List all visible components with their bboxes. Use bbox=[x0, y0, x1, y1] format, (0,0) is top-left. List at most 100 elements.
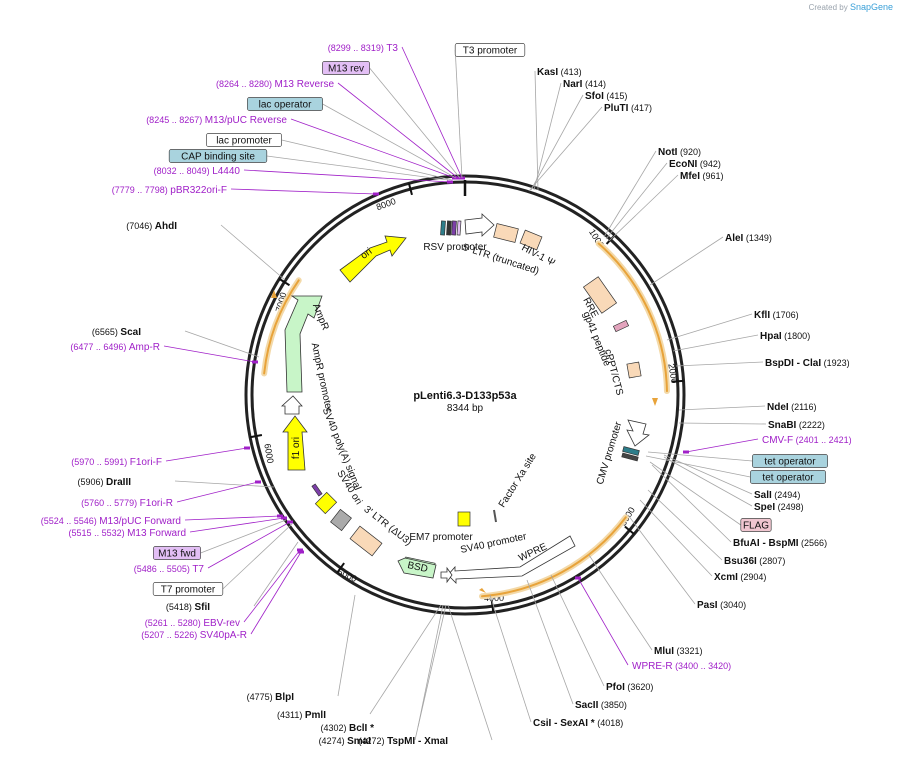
enzyme-position: (1923) bbox=[821, 358, 850, 368]
primer-name: EBV-rev bbox=[203, 618, 240, 629]
primer-position: (7779 .. 7798) bbox=[112, 185, 171, 195]
enzyme-name: XcmI bbox=[714, 572, 738, 583]
orf-arc-2 bbox=[481, 516, 627, 598]
plasmid-name: pLenti6.3-D133p53a bbox=[413, 390, 517, 402]
ltr3-shape bbox=[349, 525, 383, 557]
primer-position: (5970 .. 5991) bbox=[71, 457, 130, 467]
primer-sv40pa-r: (5207 .. 5226) SV40pA-R bbox=[141, 630, 247, 641]
enzyme-pasi: PasI (3040) bbox=[697, 600, 746, 611]
scale-tick-7000 bbox=[278, 278, 291, 287]
wpre-shape bbox=[447, 535, 576, 584]
primer-m13-forward: (5515 .. 5532) M13 Forward bbox=[69, 528, 186, 539]
primer-f1ori-f: (5970 .. 5991) F1ori-F bbox=[71, 457, 162, 468]
primer-site-mark bbox=[252, 360, 258, 364]
orf-arrow-head bbox=[652, 398, 658, 406]
lac-operator-shape bbox=[451, 220, 457, 236]
enzyme-leader-line bbox=[678, 422, 767, 425]
feature-label-ampr-promoter: AmpR promoter bbox=[309, 342, 335, 414]
primer-position: (8245 .. 8267) bbox=[146, 115, 205, 125]
enzyme-alei: AleI (1349) bbox=[725, 233, 772, 244]
enzyme-leader-line bbox=[627, 514, 696, 605]
m13-fwd-shape bbox=[311, 483, 323, 497]
enzyme-position: (1706) bbox=[770, 310, 799, 320]
hiv-psi-shape bbox=[519, 229, 543, 251]
primer-name: Amp-R bbox=[129, 342, 160, 353]
primer-m13-reverse: (8264 .. 8280) M13 Reverse bbox=[216, 79, 334, 90]
primer-amp-r: (6477 .. 6496) Amp-R bbox=[70, 342, 160, 353]
scale-tick-label: 6000 bbox=[262, 443, 275, 464]
snapgene-brand: SnapGene bbox=[849, 2, 893, 12]
rsv-promoter-shape bbox=[464, 213, 495, 237]
enzyme-draiii: (5906) DraIII bbox=[77, 477, 131, 488]
enzyme-name: SacII bbox=[575, 700, 599, 711]
feature-label-f1-ori: f1 ori bbox=[291, 437, 302, 459]
enzyme-leader-line bbox=[588, 554, 653, 651]
primer-wpre-r: WPRE-R (3400 .. 3420) bbox=[632, 661, 731, 672]
primer-leader-line bbox=[176, 481, 259, 503]
enzyme-mlui: MluI (3321) bbox=[654, 646, 703, 657]
primer-name: T7 bbox=[192, 564, 204, 575]
enzyme-name: HpaI bbox=[760, 331, 782, 342]
enzyme-econi: EcoNI (942) bbox=[669, 159, 721, 170]
enzyme-position: (3321) bbox=[674, 646, 703, 656]
enzyme-leader-line bbox=[647, 489, 723, 561]
primer-t7: (5486 .. 5505) T7 bbox=[134, 564, 205, 575]
backbone-outer bbox=[244, 174, 686, 616]
enzyme-position: (4018) bbox=[595, 718, 624, 728]
enzyme-name: PluTI bbox=[604, 103, 629, 114]
f1-ori-shape bbox=[282, 415, 308, 471]
enzyme-name: MfeI bbox=[680, 171, 700, 182]
enzyme-leader-line bbox=[608, 174, 679, 242]
enzyme-position: (4302) bbox=[320, 723, 349, 733]
enzyme-csii-sexai: CsiI - SexAI * (4018) bbox=[533, 718, 623, 729]
primer-site-mark bbox=[297, 548, 303, 552]
boxed-label-tet-operator: tet operator bbox=[762, 473, 814, 484]
primer-name: T3 bbox=[386, 43, 398, 54]
primer-m13-puc-forward: (5524 .. 5546) M13/pUC Forward bbox=[41, 516, 181, 527]
boxed-label-leader-line bbox=[649, 461, 742, 526]
primer-leader-line bbox=[184, 515, 281, 521]
enzyme-kasi: KasI (413) bbox=[537, 67, 582, 78]
enzyme-name: ScaI bbox=[120, 327, 141, 338]
primer-position: (2401 .. 2421) bbox=[793, 435, 852, 445]
primer-leader-line bbox=[243, 169, 451, 183]
feature-label-bsd: BSD bbox=[406, 560, 428, 575]
feature-label-rsv-promoter: RSV promoter bbox=[423, 242, 487, 253]
cppt-shape bbox=[626, 361, 642, 379]
feature-label-ori: ori bbox=[359, 246, 374, 261]
primer-name: SV40pA-R bbox=[200, 630, 247, 641]
boxed-label-lac-operator: lac operator bbox=[259, 100, 312, 111]
feature-label-cppt-cts: cPPT/CTS bbox=[602, 348, 625, 397]
primer-leader-line bbox=[290, 118, 456, 179]
enzyme-position: (417) bbox=[628, 103, 652, 113]
ltr5-shape bbox=[493, 223, 519, 243]
primer-site-mark bbox=[255, 480, 261, 484]
primer-f1ori-r: (5760 .. 5779) F1ori-R bbox=[81, 498, 173, 509]
boxed-label-lac-promoter: lac promoter bbox=[216, 136, 272, 147]
enzyme-name: DraIII bbox=[106, 477, 131, 488]
ori-shape bbox=[339, 235, 407, 283]
primer-site-mark bbox=[281, 516, 287, 520]
primer-name: pBR322ori-F bbox=[170, 185, 227, 196]
enzyme-name: KasI bbox=[537, 67, 558, 78]
orf-arcs bbox=[261, 240, 670, 600]
primer-name: M13/pUC Reverse bbox=[205, 115, 288, 126]
enzyme-leader-line bbox=[253, 541, 299, 607]
enzyme-position: (1800) bbox=[782, 331, 811, 341]
boxed-label-frame bbox=[168, 149, 268, 163]
boxed-label-frame bbox=[454, 43, 526, 57]
enzyme-sfii: (5418) SfiI bbox=[166, 602, 210, 613]
enzyme-position: (6565) bbox=[92, 327, 121, 337]
primer-ebv-rev: (5261 .. 5280) EBV-rev bbox=[145, 618, 240, 629]
enzyme-ahdi: (7046) AhdI bbox=[126, 221, 177, 232]
enzyme-position: (3850) bbox=[598, 700, 627, 710]
enzyme-pluti: PluTI (417) bbox=[604, 103, 652, 114]
ampr-shape bbox=[284, 295, 323, 393]
primer-name: M13/pUC Forward bbox=[99, 516, 181, 527]
enzyme-spei: SpeI (2498) bbox=[754, 502, 804, 513]
enzyme-name: MluI bbox=[654, 646, 674, 657]
enzyme-leader-line bbox=[174, 480, 275, 488]
enzyme-position: (7046) bbox=[126, 221, 155, 231]
enzyme-position: (5906) bbox=[77, 477, 106, 487]
enzyme-leader-line bbox=[533, 82, 562, 191]
